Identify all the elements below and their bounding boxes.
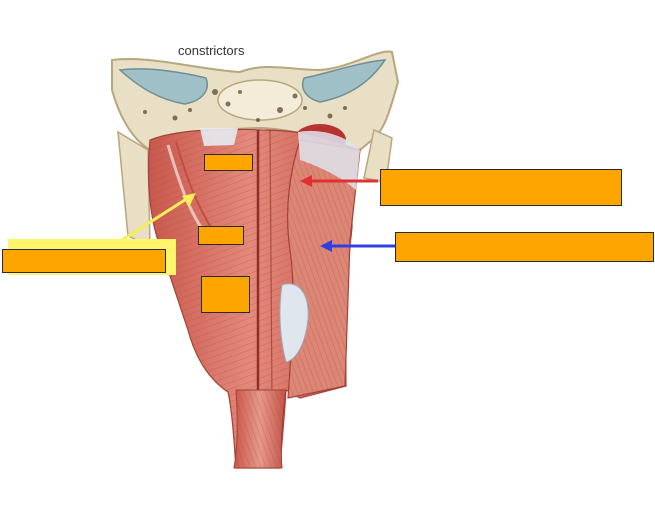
blue-arrow <box>320 240 395 252</box>
left-label-box[interactable] <box>2 249 166 273</box>
skull-base <box>111 50 400 248</box>
lower-center-label-box[interactable] <box>201 276 250 313</box>
upper-center-label-box[interactable] <box>204 154 253 171</box>
diagram-title: constrictors <box>178 43 245 58</box>
middle-center-label-box[interactable] <box>198 226 244 245</box>
right-lower-label-box[interactable] <box>395 232 654 262</box>
yellow-arrow <box>121 193 196 242</box>
right-upper-label-box[interactable] <box>380 169 622 206</box>
pharyngeal-muscles <box>147 128 361 469</box>
red-arrow <box>300 175 378 187</box>
